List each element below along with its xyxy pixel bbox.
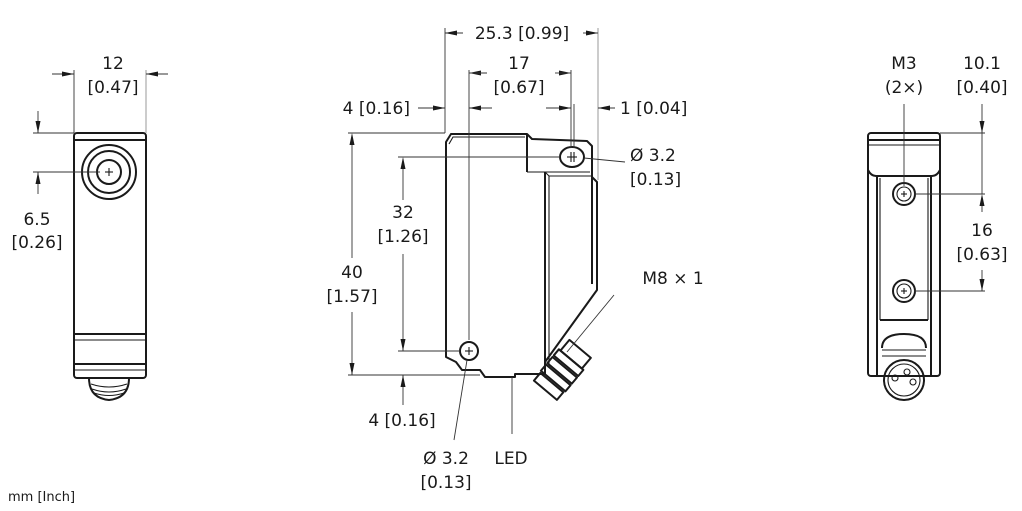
- hole-spacing-v-mm: 32: [392, 203, 414, 223]
- front-view: 12 [0.47] 6.5 [0.26]: [11, 54, 168, 401]
- thread-count: (2×): [885, 78, 923, 98]
- units-label: mm [Inch]: [8, 490, 75, 505]
- mounting-slot-icon: [559, 146, 585, 168]
- top-hole-diameter-inch: [0.13]: [630, 170, 681, 190]
- bottom-hole-diameter-mm: Ø 3.2: [423, 449, 469, 469]
- hole-spacing-inch: [0.63]: [956, 245, 1007, 265]
- hole-spacing-h-inch: [0.67]: [493, 78, 544, 98]
- top-hole-diameter-mm: Ø 3.2: [630, 146, 676, 166]
- bottom-hole-diameter-inch: [0.13]: [420, 473, 471, 493]
- led-label: LED: [494, 449, 527, 469]
- left-offset-dim: 4 [0.16]: [343, 99, 410, 119]
- m3-hole-bottom-icon: [892, 279, 916, 303]
- lens-offset-mm: 6.5: [23, 210, 50, 230]
- overall-height-inch: [1.57]: [326, 287, 377, 307]
- mounting-hole-icon: [459, 341, 479, 361]
- overall-height-mm: 40: [341, 263, 363, 283]
- side-view: 25.3 [0.99] 17 [0.67] 4 [0.16] 1 [0.04] …: [326, 24, 703, 493]
- connector-thread-label: M8 × 1: [642, 269, 703, 289]
- bottom-offset-dim: 4 [0.16]: [368, 411, 435, 431]
- hole-spacing-h-mm: 17: [508, 54, 530, 74]
- top-offset-inch: [0.40]: [956, 78, 1007, 98]
- right-offset-dim: 1 [0.04]: [620, 99, 687, 119]
- hole-spacing-mm: 16: [971, 221, 993, 241]
- top-offset-mm: 10.1: [963, 54, 1001, 74]
- overall-width-dim: 25.3 [0.99]: [475, 24, 569, 44]
- front-view-housing: [73, 132, 147, 379]
- front-width-inch: [0.47]: [87, 78, 138, 98]
- connector-icon: [88, 377, 130, 401]
- m8-connector-icon: [532, 338, 592, 401]
- hole-spacing-v-inch: [1.26]: [377, 227, 428, 247]
- thread-label: M3: [891, 54, 916, 74]
- m8-connector-pins-icon: [881, 333, 927, 401]
- front-width-mm: 12: [102, 54, 124, 74]
- lens-offset-inch: [0.26]: [11, 233, 62, 253]
- m3-hole-top-icon: [892, 182, 916, 206]
- back-view: M3 (2×) 10.1 [0.40] 16 [0.63]: [867, 54, 1008, 401]
